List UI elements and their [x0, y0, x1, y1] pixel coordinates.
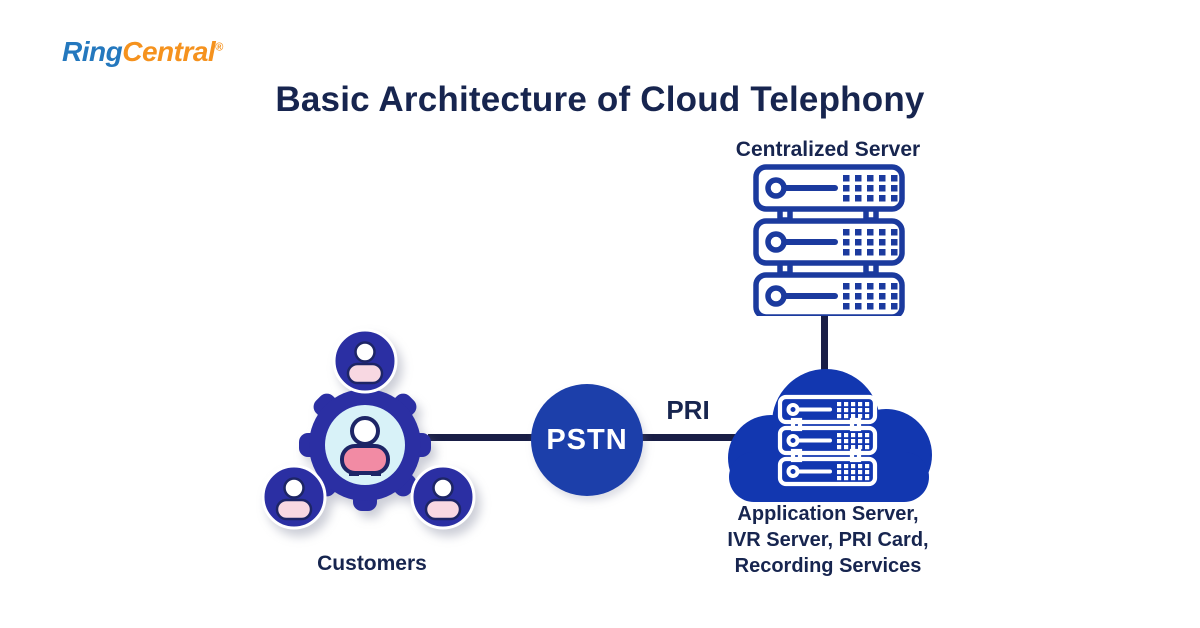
logo-central-text: Central [122, 36, 216, 67]
cloud-server-icon [777, 394, 878, 487]
connector-customers-pstn [428, 434, 538, 441]
caption-line-3: Recording Services [734, 555, 922, 577]
connector-server-cloud [821, 310, 828, 390]
server-rack-icon [753, 164, 905, 316]
pri-label: PRI [666, 395, 710, 425]
customer-node-left [262, 464, 327, 530]
page-title: Basic Architecture of Cloud Telephony [275, 80, 925, 119]
ringcentral-logo: RingCentral® [62, 36, 223, 68]
customers-gear-icon [262, 328, 476, 530]
centralized-server-label: Centralized Server [735, 138, 921, 161]
caption-line-2: IVR Server, PRI Card, [727, 529, 929, 551]
caption-line-1: Application Server, [737, 503, 919, 525]
cloud-caption: Application Server, IVR Server, PRI Card… [700, 501, 956, 579]
logo-ring-text: Ring [62, 36, 123, 67]
pstn-label: PSTN [546, 423, 628, 456]
customer-node-right [410, 464, 476, 530]
customer-node-top [332, 328, 398, 394]
customers-label: Customers [317, 552, 427, 575]
cloud-icon [728, 369, 932, 502]
registered-mark: ® [215, 41, 223, 54]
pstn-node: PSTN [531, 384, 643, 496]
center-person-icon [340, 416, 390, 476]
connector-pstn-cloud [638, 434, 738, 441]
